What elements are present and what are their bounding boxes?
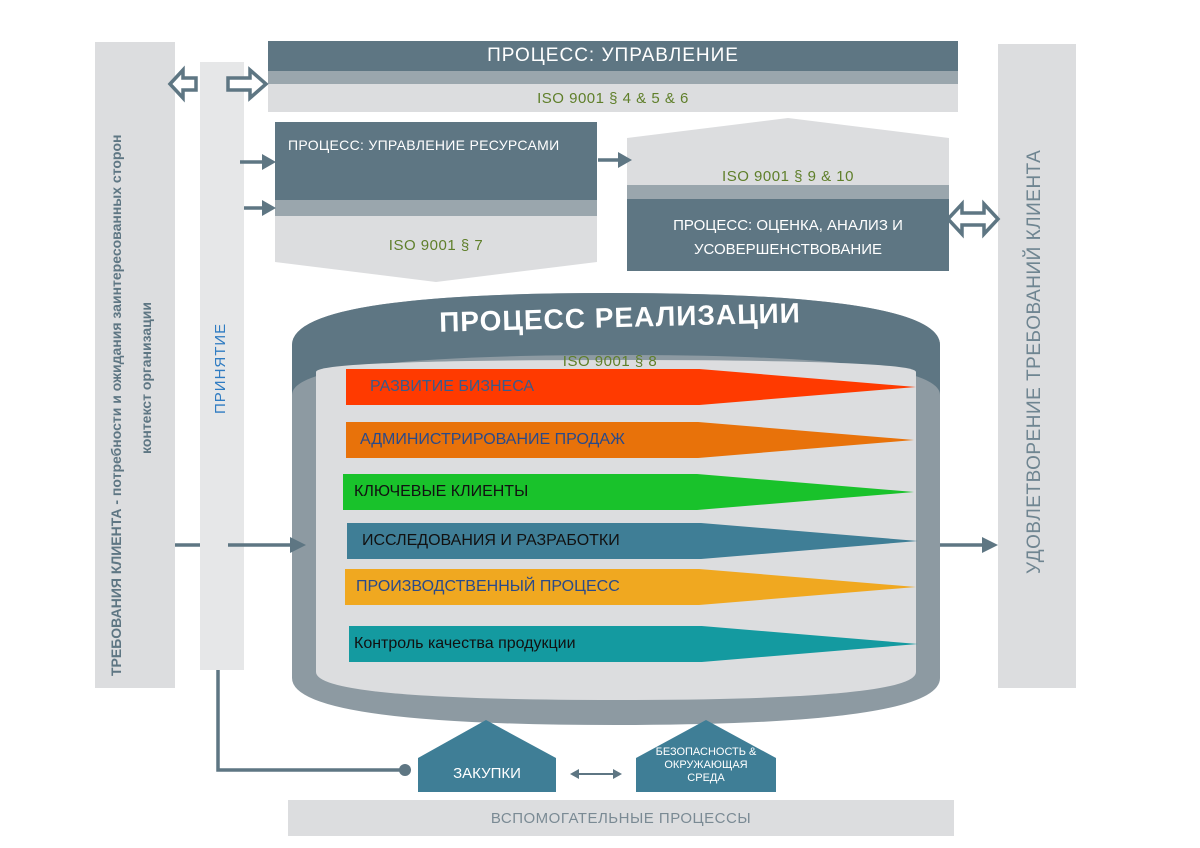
safety-line3: СРЕДА bbox=[687, 772, 725, 784]
lane-label-4: ИССЛЕДОВАНИЯ И РАЗРАБОТКИ bbox=[362, 532, 620, 549]
evaluation-process-box bbox=[627, 199, 949, 271]
evaluation-process-title: ПРОЦЕСС: ОЦЕНКА, АНАЛИЗ И УСОВЕРШЕНСТВОВ… bbox=[627, 214, 949, 262]
evaluation-title-line1: ПРОЦЕСС: ОЦЕНКА, АНАЛИЗ И bbox=[673, 217, 903, 234]
lane-arrow-3 bbox=[343, 474, 914, 510]
safety-line2: ОКРУЖАЮЩАЯ bbox=[664, 759, 748, 771]
realization-barrel-top bbox=[292, 293, 940, 395]
arrow-head-icon bbox=[262, 154, 276, 216]
safety-shape bbox=[636, 720, 776, 792]
realization-lanes bbox=[343, 369, 918, 662]
purchases-label: ЗАКУПКИ bbox=[453, 764, 521, 782]
management-process-title: ПРОЦЕСС: УПРАВЛЕНИЕ bbox=[268, 41, 958, 71]
resources-process-title: ПРОЦЕСС: УПРАВЛЕНИЕ РЕСУРСАМИ bbox=[288, 137, 560, 153]
customer-requirements-column bbox=[95, 42, 175, 688]
lane-arrow-1 bbox=[346, 369, 916, 405]
connector-line bbox=[216, 670, 405, 772]
lane-label-6: Контроль качества продукции bbox=[354, 635, 576, 652]
double-arrow-icon bbox=[167, 65, 269, 103]
arrow-head-icon bbox=[570, 769, 579, 779]
arrow-icon bbox=[240, 160, 264, 210]
lane-arrow-4 bbox=[347, 523, 918, 559]
evaluation-title-line2: УСОВЕРШЕНСТВОВАНИЕ bbox=[693, 241, 883, 258]
lane-label-5: ПРОИЗВОДСТВЕННЫЙ ПРОЦЕСС bbox=[356, 578, 620, 595]
safety-line1: БЕЗОПАСНОСТЬ & bbox=[655, 746, 757, 758]
resources-process-iso: ISO 9001 § 7 bbox=[388, 236, 484, 254]
lane-label-1: РАЗВИТИЕ БИЗНЕСА bbox=[370, 378, 535, 395]
resources-process-band bbox=[275, 200, 597, 216]
lane-label-2: АДМИНИСТРИРОВАНИЕ ПРОДАЖ bbox=[360, 431, 625, 448]
lane-arrow-2 bbox=[346, 422, 914, 458]
acceptance-column bbox=[200, 62, 244, 670]
arrow-head-icon bbox=[613, 769, 622, 779]
management-process-band bbox=[268, 71, 958, 84]
customer-satisfaction-column bbox=[998, 44, 1076, 688]
evaluation-process-iso: ISO 9001 § 9 & 10 bbox=[722, 167, 854, 185]
realization-process-iso: ISO 9001 § 8 bbox=[562, 352, 658, 370]
double-arrow-icon bbox=[945, 199, 1001, 239]
evaluation-process-band bbox=[627, 185, 949, 199]
evaluation-process-shape bbox=[627, 118, 949, 185]
purchases-shape bbox=[418, 720, 556, 792]
support-processes-bar: ВСПОМОГАТЕЛЬНЫЕ ПРОЦЕССЫ bbox=[288, 800, 954, 836]
management-process-iso: ISO 9001 § 4 & 5 & 6 bbox=[268, 84, 958, 112]
arrow-head-icon bbox=[290, 537, 306, 553]
connector-dot bbox=[399, 764, 411, 776]
lane-arrow-5 bbox=[345, 569, 916, 605]
arrow-head-icon bbox=[618, 152, 632, 168]
arrow-head-icon bbox=[982, 537, 998, 553]
resources-process-header bbox=[275, 122, 597, 200]
lane-label-3: КЛЮЧЕВЫЕ КЛИЕНТЫ bbox=[354, 483, 529, 500]
lane-arrow-6 bbox=[349, 626, 918, 662]
safety-label: БЕЗОПАСНОСТЬ & ОКРУЖАЮЩАЯ СРЕДА bbox=[636, 746, 776, 785]
